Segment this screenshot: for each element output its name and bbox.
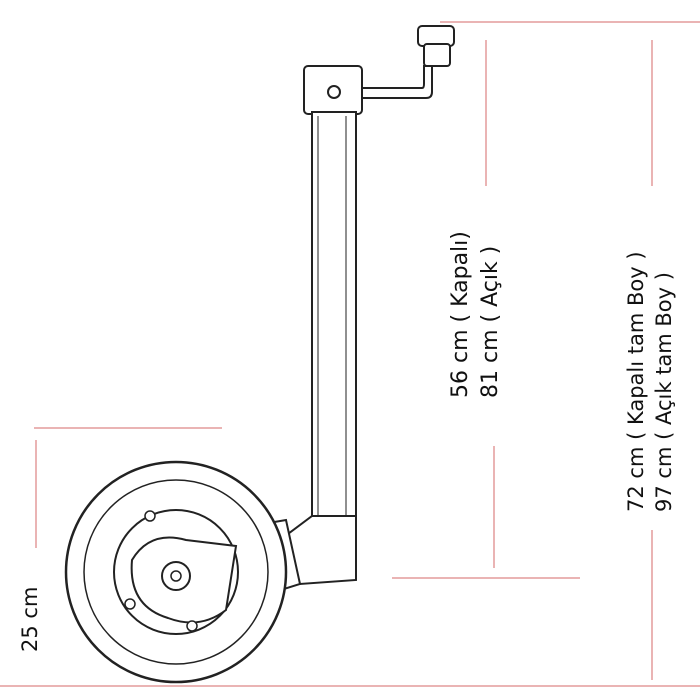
wheel-height-text: 25 cm	[18, 586, 42, 652]
wheel	[64, 460, 288, 684]
dimension-lines	[0, 21, 700, 687]
tube-collar	[303, 65, 363, 115]
wheel-height-label: 25 cm	[18, 587, 42, 652]
crank-handle	[359, 25, 455, 99]
total-height-label: 72 cm ( Kapalı tam Boy ) 97 cm ( Açık ta…	[622, 251, 678, 512]
support-tube	[278, 65, 363, 586]
handle-grip	[423, 43, 451, 67]
tube-body	[311, 111, 357, 519]
tube-length-label: 56 cm ( Kapalı) 81 cm ( Açık )	[446, 231, 506, 398]
tube-open-text: 81 cm ( Açık )	[478, 245, 503, 398]
total-closed-text: 72 cm ( Kapalı tam Boy )	[624, 251, 648, 512]
tube-closed-text: 56 cm ( Kapalı)	[448, 231, 473, 398]
handle-arm	[359, 65, 433, 99]
total-open-text: 97 cm ( Açık tam Boy )	[652, 272, 676, 512]
